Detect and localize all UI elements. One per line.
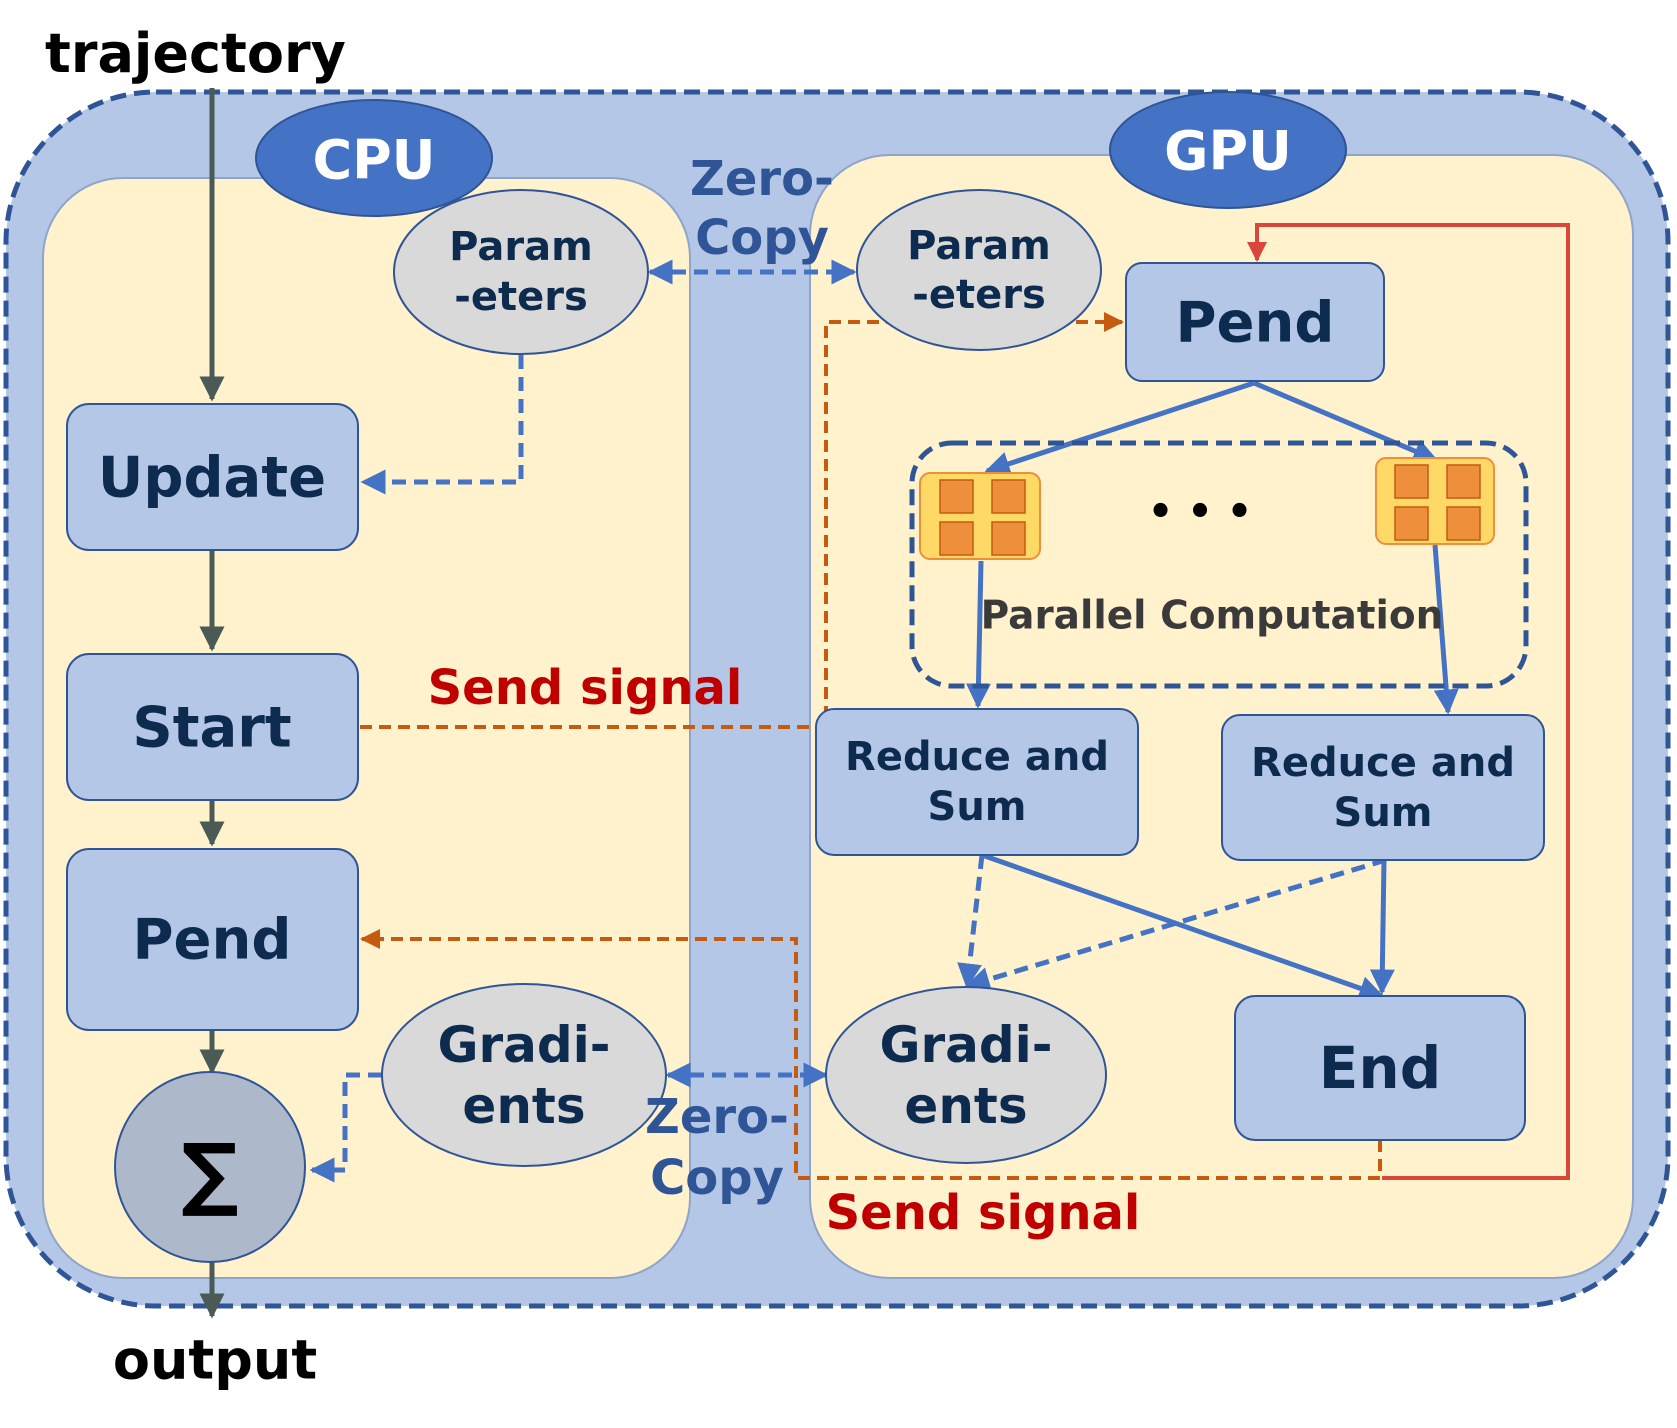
reduce2-to-grads-arrow	[964, 857, 1387, 992]
send-signal-top-label: Send signal	[428, 660, 743, 716]
sum-node: ∑	[114, 1071, 306, 1263]
zero-copy-bottom-line1: Zero-	[645, 1089, 789, 1145]
cpu-update-label: Update	[98, 446, 326, 511]
ellipsis-label: • • •	[1148, 489, 1253, 535]
params-to-update-arrow	[360, 355, 524, 495]
cpu-update-node: Update	[66, 403, 359, 551]
gpu-tag	[1109, 91, 1347, 209]
gpu-params-line1: Param	[907, 223, 1051, 269]
cpu-params-node: Param -eters	[393, 189, 649, 355]
chip2-to-reduce2-arrow	[1432, 544, 1459, 715]
gpu-core-icon	[1375, 457, 1495, 545]
cpu-pend-node: Pend	[66, 848, 359, 1031]
cpu-start-label: Start	[132, 696, 291, 761]
gpu-core-icon	[919, 472, 1041, 560]
parallel-computation-box	[909, 440, 1529, 689]
cpu-pend-label: Pend	[133, 908, 292, 973]
gpu-grads-line1: Gradi-	[879, 1016, 1052, 1074]
gpu-end-node: End	[1234, 995, 1526, 1141]
end-to-pend-loop-arrow	[1247, 223, 1570, 1180]
cpu-tag	[255, 99, 493, 217]
cpu-tag-label: CPU	[312, 129, 435, 192]
zero-copy-bottom-line2: Copy	[650, 1150, 784, 1206]
zero-copy-top-line2: Copy	[695, 210, 829, 266]
reduce2-line2: Sum	[1334, 790, 1433, 836]
reduce2-to-end-arrow	[1369, 859, 1395, 995]
gpu-grads-line2: ents	[904, 1077, 1027, 1135]
gpu-params-node: Param -eters	[856, 189, 1102, 351]
gpu-params-line2: -eters	[912, 272, 1046, 318]
reduce1-line2: Sum	[928, 784, 1027, 830]
reduce2-line1: Reduce and	[1251, 740, 1515, 786]
gpu-pend-node: Pend	[1125, 262, 1385, 382]
cpu-params-line2: -eters	[454, 274, 588, 320]
end-signal-arrow	[360, 929, 1382, 1180]
input-label: trajectory	[45, 22, 346, 85]
gpu-reduce-node-1: Reduce and Sum	[815, 708, 1139, 856]
gpu-pend-label: Pend	[1176, 291, 1335, 356]
cpu-grads-line2: ents	[462, 1077, 585, 1135]
cpu-start-node: Start	[66, 653, 359, 801]
gpu-end-label: End	[1319, 1034, 1441, 1102]
pend-to-chip2-arrow	[1253, 380, 1439, 463]
reduce1-line1: Reduce and	[845, 734, 1109, 780]
cpu-params-line1: Param	[449, 224, 593, 270]
reduce1-to-end-arrow	[981, 852, 1385, 1001]
cpu-grads-line1: Gradi-	[437, 1016, 610, 1074]
zero-copy-top-line1: Zero-	[690, 151, 834, 207]
gpu-reduce-node-2: Reduce and Sum	[1221, 714, 1545, 861]
gpu-grads-node: Gradi- ents	[825, 986, 1107, 1164]
send-signal-bottom-label: Send signal	[826, 1185, 1141, 1241]
chip1-to-reduce1-arrow	[965, 560, 991, 709]
gpu-tag-label: GPU	[1164, 120, 1292, 183]
sum-icon: ∑	[181, 1127, 238, 1220]
cpu-grads-node: Gradi- ents	[381, 983, 667, 1167]
pend-to-chip1-arrow	[984, 380, 1255, 476]
parallel-computation-label: Parallel Computation	[981, 594, 1444, 639]
output-label: output	[113, 1329, 317, 1392]
